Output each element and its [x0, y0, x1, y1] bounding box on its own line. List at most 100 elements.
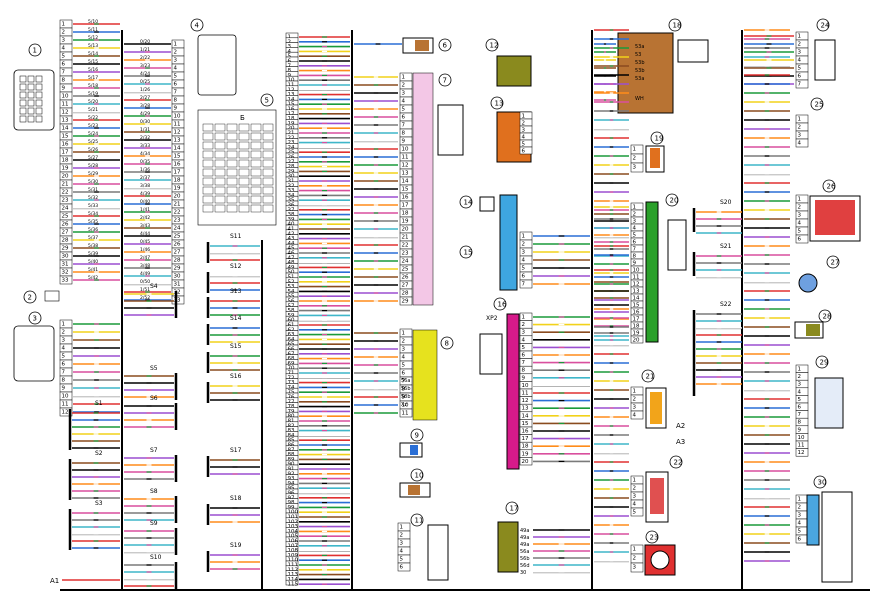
left-block-pin-number: 32	[62, 270, 69, 276]
wire-code: 2/22	[140, 55, 150, 61]
center-block-pin-number: 54	[288, 289, 295, 295]
connector-number: 7	[443, 77, 447, 85]
block-11-pin-number: 2	[400, 533, 404, 539]
connector-number-circle	[813, 475, 827, 489]
pin-label-wh: WH	[635, 96, 644, 102]
block-25-pin-number: 4	[798, 141, 802, 147]
splice-label: S12	[230, 263, 242, 270]
block-8-pin-number: 6	[402, 371, 406, 377]
wire-code: 5/29	[88, 171, 98, 177]
splice-label: S13	[230, 288, 242, 295]
wire-code: 5/39	[88, 251, 98, 257]
wire-code: 1/41	[140, 207, 150, 213]
block-24-pin-number: 5	[798, 66, 802, 72]
left-block-pin-number: 16	[62, 142, 69, 148]
pin-cell	[226, 186, 238, 195]
block-4-pin-number: 17	[174, 170, 181, 176]
center-block-pin-number: 4	[288, 49, 292, 55]
block-7-pin-number: 17	[402, 203, 409, 209]
center-block-pin-number: 112	[288, 567, 299, 573]
block-16-pin-number: 12	[522, 398, 529, 404]
block-16-pin-number: 11	[522, 391, 529, 397]
pin-label: 56b	[401, 386, 411, 392]
pin-cell	[262, 204, 274, 213]
center-block-pin-number: 43	[288, 236, 295, 242]
block-13-pin-number: 2	[522, 121, 526, 127]
block-4-pin-number: 18	[174, 178, 181, 184]
center-block-pin-number: 79	[288, 409, 295, 415]
center-block-pin-number: 44	[288, 241, 295, 247]
block-15-pin-number: 1	[522, 234, 526, 240]
center-block-pin-number: 109	[288, 553, 299, 559]
block-29-pin-number: 4	[798, 389, 802, 395]
block-19-cell	[630, 162, 644, 173]
connector-23-dial	[650, 550, 670, 570]
pin-label: 56a	[520, 549, 529, 555]
connector-number-circle	[438, 73, 452, 87]
pin-cell	[27, 107, 35, 115]
pin-label: 56a	[401, 378, 410, 384]
splice-label: S11	[230, 233, 242, 240]
connector-number-circle	[645, 530, 659, 544]
pin-cell	[19, 115, 27, 123]
wire-code: 0/30	[140, 119, 150, 125]
wire-code: 1/21	[140, 47, 150, 53]
block-30-pin-number: 2	[798, 505, 802, 511]
wire-code: 5/19	[88, 91, 98, 97]
pin-cell	[226, 150, 238, 159]
center-block-pin-number: 27	[288, 159, 295, 165]
connector-number: 13	[495, 100, 504, 108]
connector-15-fill	[499, 194, 518, 291]
block-8-pin-number: 10	[402, 403, 409, 409]
connector-18-body	[677, 39, 709, 63]
center-block-pin-number: 57	[288, 303, 295, 309]
connector-21-fill	[650, 392, 662, 424]
pin-cell	[214, 141, 226, 150]
splice-label: S16	[230, 373, 242, 380]
block-16-pin-number: 3	[522, 330, 526, 336]
connector-number-circle	[816, 18, 830, 32]
center-block-pin-number: 6	[288, 59, 292, 65]
block-26-pin-number: 1	[798, 197, 802, 203]
center-block-pin-number: 8	[288, 68, 292, 74]
block-13-pin-number: 4	[522, 135, 526, 141]
block-11-pin-number: 4	[400, 549, 404, 555]
block-3-pin-number: 7	[62, 370, 66, 376]
wire-code: 0/45	[140, 239, 150, 245]
block-4-pin-number: 19	[174, 186, 181, 192]
wire-code: 0/40	[140, 199, 150, 205]
block-20-pin-number: 3	[633, 219, 637, 225]
block-15-cell	[519, 279, 533, 289]
connector-number-circle	[490, 96, 504, 110]
block-11-pin-number: 1	[400, 525, 404, 531]
pin-label: 58b	[401, 394, 411, 400]
block-4-pin-number: 30	[174, 274, 181, 280]
pin-cell	[27, 75, 35, 83]
block-16-pin-number: 7	[522, 360, 526, 366]
center-block-pin-number: 85	[288, 438, 295, 444]
center-block-pin-number: 93	[288, 476, 295, 482]
center-block-pin-number: 14	[288, 97, 295, 103]
connector-number-circle	[826, 255, 840, 269]
block-16-pin-number: 19	[522, 451, 529, 457]
pin-cell	[250, 150, 262, 159]
pin-cell	[226, 195, 238, 204]
center-block-pin-number: 28	[288, 164, 295, 170]
center-block-pin-number: 103	[288, 524, 299, 530]
block-4-pin-number: 9	[174, 106, 178, 112]
wire-code: 5/22	[88, 115, 98, 121]
connector-2-body	[44, 290, 60, 302]
center-block-pin-number: 61	[288, 323, 295, 329]
block-7-pin-number: 16	[402, 195, 409, 201]
connector-19-fill	[650, 148, 660, 168]
wire-code: 5/28	[88, 163, 98, 169]
center-block-pin-number: 15	[288, 102, 295, 108]
connector-number-circle	[410, 428, 424, 442]
center-block-pin-number: 10	[288, 78, 295, 84]
pin-cell	[238, 132, 250, 141]
connector-number: 23	[650, 534, 659, 542]
block-8-pin-number: 4	[402, 355, 406, 361]
connector-number-circle	[485, 38, 499, 52]
block-7-pin-number: 7	[402, 123, 406, 129]
block-15-pin-number: 6	[522, 274, 526, 280]
